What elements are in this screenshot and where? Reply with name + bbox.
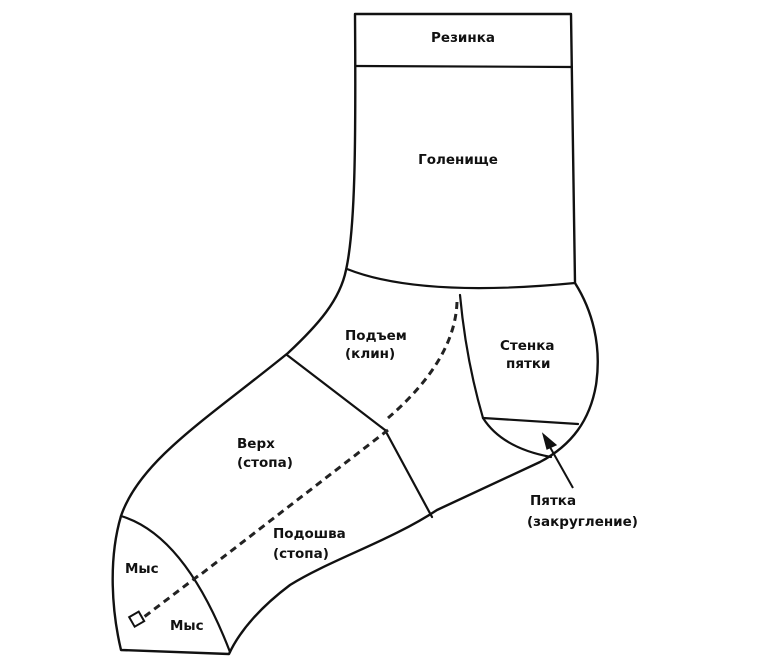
label-toe-bottom: Мыс	[170, 618, 204, 634]
label-heel-turn-2: (закругление)	[527, 514, 638, 530]
label-leg: Голенище	[418, 152, 498, 168]
gusset-decrease-line	[387, 301, 459, 420]
label-heel-turn-1: Пятка	[530, 493, 576, 509]
label-heel-wall-1: Стенка	[500, 338, 555, 354]
label-instep-2: (клин)	[345, 346, 395, 362]
ankle-seam	[345, 267, 577, 290]
gusset-seam	[285, 353, 387, 432]
label-sole-1: Подошва	[273, 526, 346, 542]
label-toe-top: Мыс	[125, 561, 159, 577]
label-top-2: (стопа)	[237, 455, 293, 471]
rib-seam	[354, 64, 574, 69]
label-top-1: Верх	[237, 436, 275, 452]
sock-outline	[111, 12, 599, 656]
heel-turn-arrowhead	[541, 432, 558, 450]
heel-turn-curve	[481, 416, 553, 459]
label-heel-wall-2: пятки	[506, 356, 550, 372]
heel-wall-bottom-seam	[481, 416, 580, 426]
label-rib: Резинка	[431, 30, 495, 46]
toe-decrease-line	[139, 574, 199, 622]
toe-tip-square	[127, 610, 146, 629]
heel-wall-seam	[458, 293, 485, 420]
label-sole-2: (стопа)	[273, 546, 329, 562]
label-instep-1: Подъем	[345, 328, 407, 344]
toe-seam	[119, 514, 232, 654]
top-sole-seam	[383, 428, 434, 519]
foot-dashed-line	[199, 428, 389, 577]
